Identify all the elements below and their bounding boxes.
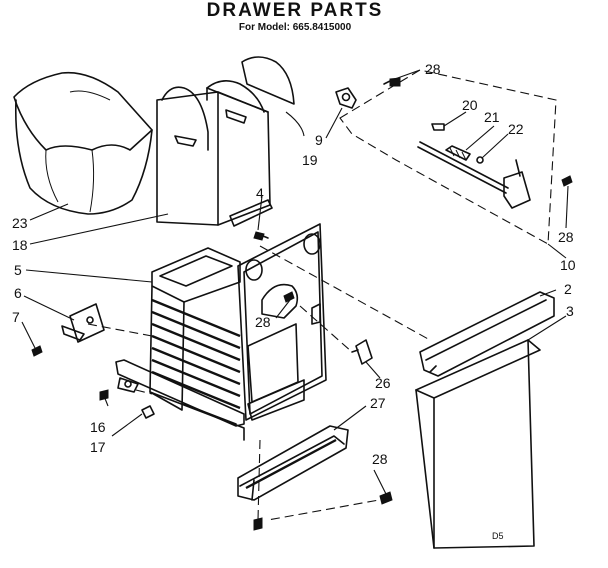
callout-28-top: 28 [425, 61, 441, 77]
callout-6: 6 [14, 285, 22, 301]
callout-9: 9 [315, 132, 323, 148]
assembly-dashed-lines [87, 69, 557, 521]
callout-27: 27 [370, 395, 386, 411]
callout-26: 26 [375, 375, 391, 391]
spring-latch-part [417, 123, 573, 209]
callout-10: 10 [560, 257, 576, 273]
callout-17: 17 [90, 439, 106, 455]
callout-19: 19 [302, 152, 318, 168]
bag-holder-part [156, 80, 273, 227]
callout-4: 4 [256, 185, 264, 201]
callout-leaders [21, 69, 569, 495]
callout-21: 21 [484, 109, 500, 125]
model-subtitle: For Model: 665.8415000 [238, 22, 352, 33]
side-bracket-part [31, 303, 105, 357]
handle-part [419, 291, 555, 377]
page-title: DRAWER PARTS [206, 0, 384, 21]
callout-18: 18 [12, 237, 28, 253]
top-bracket-part [335, 77, 401, 109]
drawer-front-panel-part [237, 223, 327, 421]
toe-plate-part [237, 425, 349, 531]
front-panel-part [379, 339, 541, 549]
callout-28-middle: 28 [255, 314, 271, 330]
callout-28-bottom: 28 [372, 451, 388, 467]
callout-28-right: 28 [558, 229, 574, 245]
slide-rail-part [99, 359, 245, 427]
callout-2: 2 [564, 281, 572, 297]
callout-3: 3 [566, 303, 574, 319]
page-id-label: D5 [492, 531, 504, 541]
callout-22: 22 [508, 121, 524, 137]
callout-20: 20 [462, 97, 478, 113]
trash-bag-part [13, 71, 153, 215]
clip-part [351, 339, 373, 365]
callout-7: 7 [12, 309, 20, 325]
callout-23: 23 [12, 215, 28, 231]
callout-16: 16 [90, 419, 106, 435]
drawer-body-part [149, 247, 245, 441]
bag-cover-part [241, 56, 295, 105]
callout-5: 5 [14, 262, 22, 278]
